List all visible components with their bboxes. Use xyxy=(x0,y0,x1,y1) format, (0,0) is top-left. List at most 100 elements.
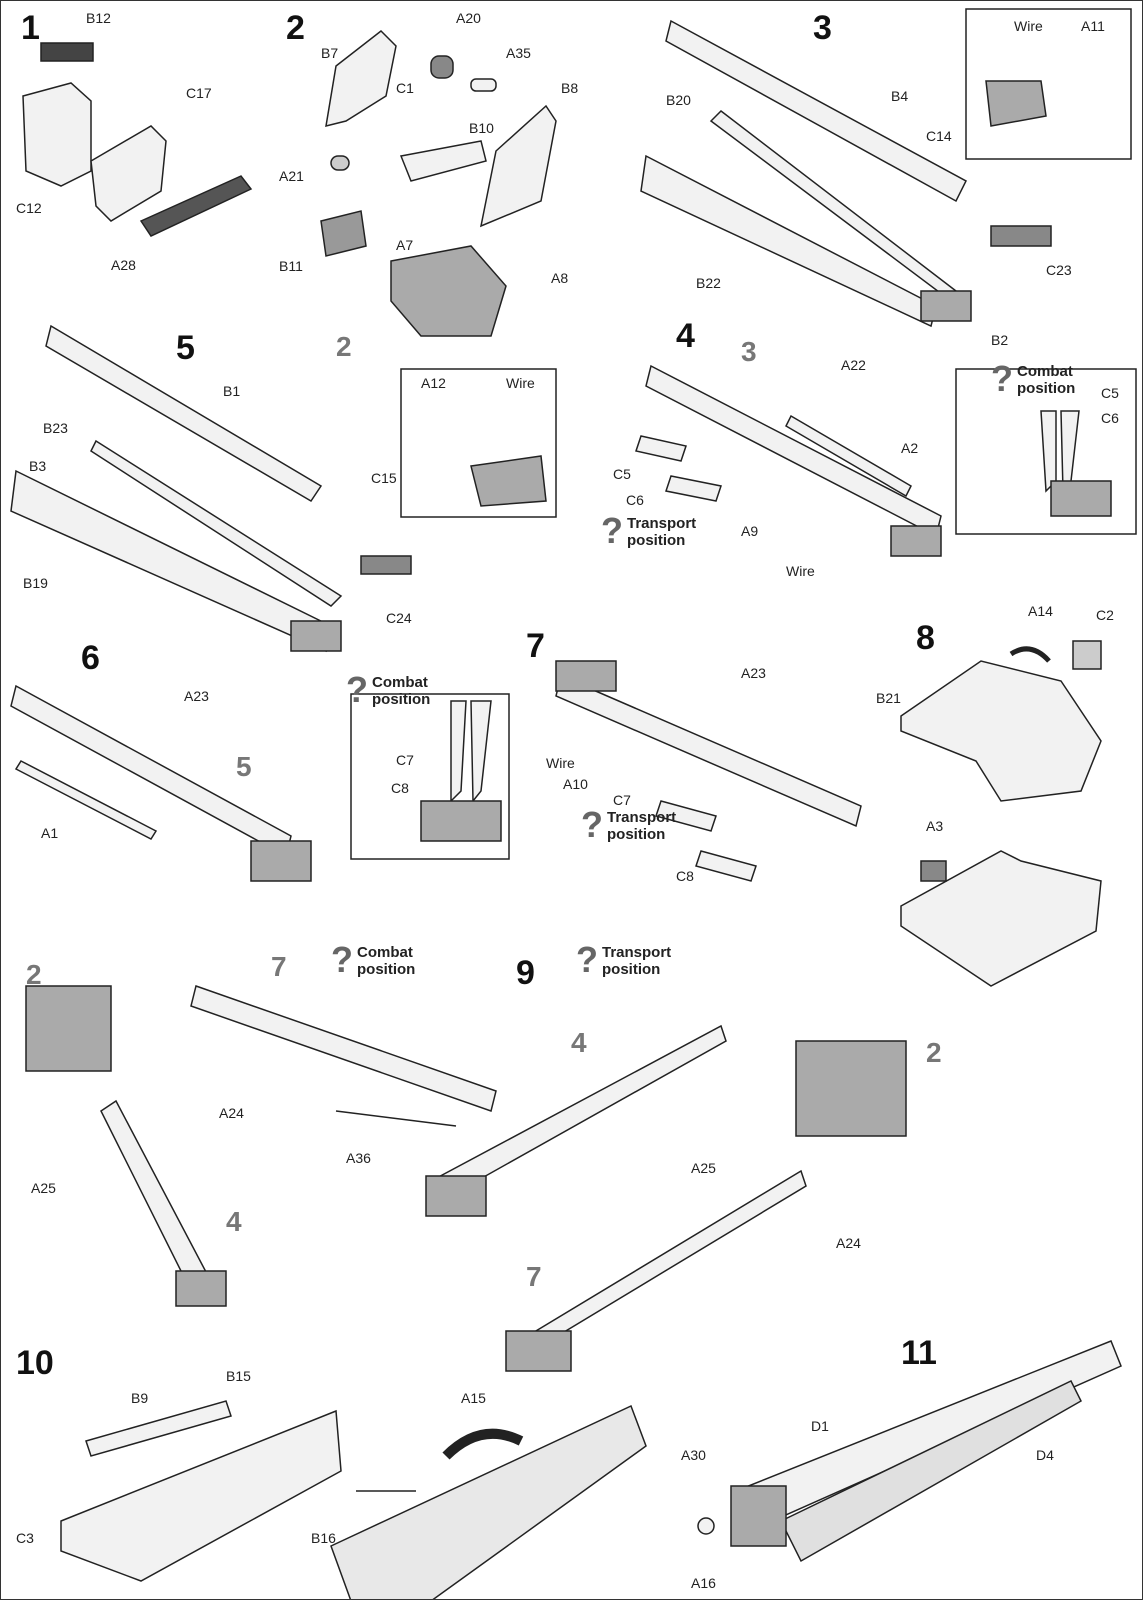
question-mark-icon: ? xyxy=(601,510,623,551)
part-label: C17 xyxy=(186,85,212,101)
part-label: A14 xyxy=(1028,603,1053,619)
part-label: B3 xyxy=(29,458,47,474)
part-label: B9 xyxy=(131,1390,149,1406)
part-label: A25 xyxy=(31,1180,56,1196)
step-7-parts xyxy=(350,660,862,882)
part-label: B20 xyxy=(666,92,691,108)
subassembly-ref: 2 xyxy=(926,1037,942,1068)
part-label: A8 xyxy=(551,270,569,286)
note-line: Combat xyxy=(372,674,428,691)
part-label: B21 xyxy=(876,690,901,706)
subassembly-ref: 3 xyxy=(741,336,757,367)
part-label: B10 xyxy=(469,120,494,136)
step-2-parts xyxy=(320,30,557,337)
part-label: B4 xyxy=(891,88,909,104)
step-number: 11 xyxy=(901,1334,937,1372)
part-label: C5 xyxy=(613,466,631,482)
subassembly-ref: 5 xyxy=(236,751,252,782)
step-5-parts xyxy=(10,324,557,653)
part-label: B11 xyxy=(279,258,303,274)
subassembly-ref: 2 xyxy=(336,331,352,362)
subassembly-ref: 7 xyxy=(526,1261,542,1292)
part-label: C7 xyxy=(613,792,631,808)
part-label: B23 xyxy=(43,420,68,436)
part-label: D1 xyxy=(811,1418,829,1434)
step-9-parts xyxy=(425,1024,907,1372)
question-mark-icon: ? xyxy=(346,669,368,710)
subassembly-ref: 7 xyxy=(271,951,287,982)
part-label: B12 xyxy=(86,10,111,26)
part-label: Wire xyxy=(506,375,535,391)
part-label: C6 xyxy=(1101,410,1119,426)
part-label: B8 xyxy=(561,80,579,96)
part-label: A10 xyxy=(563,776,588,792)
part-label: A28 xyxy=(111,257,136,273)
part-label: B7 xyxy=(321,45,339,61)
part-label: B16 xyxy=(311,1530,336,1546)
part-label: C3 xyxy=(16,1530,34,1546)
note-line: position xyxy=(357,961,416,979)
part-label: A24 xyxy=(219,1105,244,1121)
part-label: A7 xyxy=(396,237,414,253)
part-label: A20 xyxy=(456,10,481,26)
step-1-parts xyxy=(22,42,253,237)
part-label: A1 xyxy=(41,825,59,841)
part-label: A25 xyxy=(691,1160,716,1176)
note-line: Combat xyxy=(1017,363,1073,380)
part-label: A11 xyxy=(1081,18,1105,34)
subassembly-ref: 2 xyxy=(26,959,42,990)
question-mark-icon: ? xyxy=(331,939,353,980)
step-11-parts xyxy=(697,1340,1122,1563)
step-6-parts xyxy=(10,684,312,882)
combat-assembly-parts xyxy=(25,985,497,1307)
step-number: 4 xyxy=(676,317,695,355)
part-label: B15 xyxy=(226,1368,251,1384)
note-line: Transport xyxy=(627,515,697,532)
step-number: 8 xyxy=(916,619,935,657)
note-line: Combat xyxy=(357,944,413,961)
note-line: position xyxy=(372,691,431,709)
part-label: A16 xyxy=(691,1575,716,1591)
note-line: Transport xyxy=(602,944,672,961)
note-line: Transport xyxy=(607,809,677,826)
question-mark-icon: ? xyxy=(991,358,1013,399)
part-label: A35 xyxy=(506,45,531,61)
part-label: C24 xyxy=(386,610,412,626)
step-number: 10 xyxy=(16,1344,54,1382)
step-number: 2 xyxy=(286,9,305,47)
part-label: C2 xyxy=(1096,607,1114,623)
step-number: 5 xyxy=(176,329,195,367)
part-label: C15 xyxy=(371,470,397,486)
part-label: D4 xyxy=(1036,1447,1054,1463)
part-label: A3 xyxy=(926,818,944,834)
part-label: C6 xyxy=(626,492,644,508)
part-label: B19 xyxy=(23,575,48,591)
question-mark-icon: ? xyxy=(576,939,598,980)
part-label: A30 xyxy=(681,1447,706,1463)
note-line: position xyxy=(602,961,661,979)
step-number: 1 xyxy=(21,9,40,47)
note-line: position xyxy=(607,826,666,844)
part-label: Wire xyxy=(546,755,575,771)
part-label: C1 xyxy=(396,80,414,96)
part-label: C8 xyxy=(676,868,694,884)
note-line: position xyxy=(1017,380,1076,398)
part-label: Wire xyxy=(1014,18,1043,34)
part-label: C23 xyxy=(1046,262,1072,278)
part-label: A22 xyxy=(841,357,866,373)
part-label: C12 xyxy=(16,200,42,216)
part-label: B1 xyxy=(223,383,241,399)
part-label: C14 xyxy=(926,128,952,144)
part-label: A23 xyxy=(741,665,766,681)
